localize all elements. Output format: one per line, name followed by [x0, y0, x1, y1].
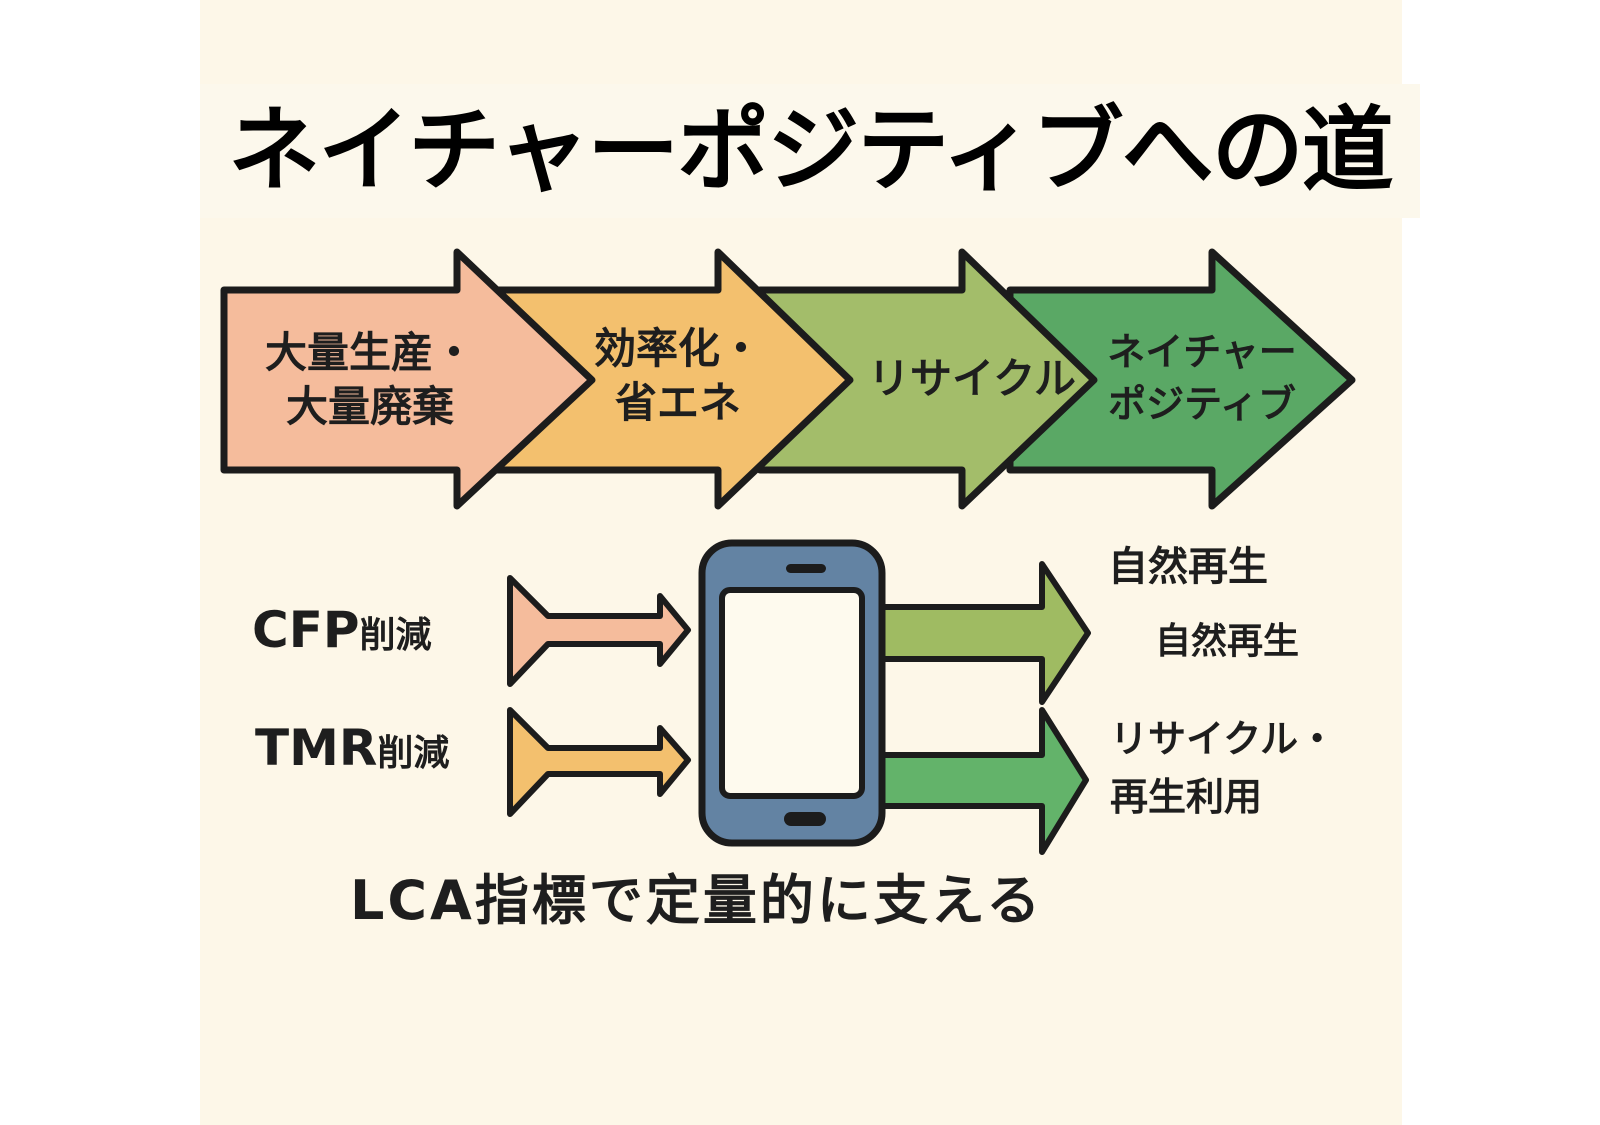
stage-label-recycle: リサイクル [862, 352, 1082, 406]
phone-speaker [786, 564, 826, 573]
input-suffix: 削減 [359, 615, 432, 656]
stage-label-efficiency: 効率化・ 省エネ [588, 322, 768, 430]
output-label-line: 自然再生 [1108, 544, 1268, 590]
input-arrow-tmr [507, 707, 691, 817]
stage-label-mass-production: 大量生産・ 大量廃棄 [245, 326, 495, 434]
stage-label-line: ネイチャー [1107, 330, 1297, 374]
stage-label-line: 省エネ [614, 378, 741, 427]
stage-label-line: 効率化・ [593, 324, 762, 373]
input-abbr: CFP [252, 601, 360, 659]
phone-home-button [784, 812, 826, 826]
output-label-line: 再生利用 [1110, 775, 1263, 819]
stage-label-nature-positive: ネイチャー ポジティブ [1092, 326, 1312, 430]
title-banner [200, 84, 1420, 218]
stage-arrow-recycle [756, 248, 1098, 510]
input-abbr: TMR [255, 719, 378, 777]
input-label-tmr: TMR削減 [255, 718, 449, 784]
footer-caption: LCA指標で定量的に支える [350, 869, 1044, 932]
output-label-recycling: リサイクル・ 再生利用 [1110, 710, 1336, 826]
input-suffix: 削減 [377, 733, 450, 774]
input-arrow-cfp [507, 575, 691, 687]
stage-label-line: ポジティブ [1108, 382, 1296, 426]
output-label-nature-regeneration-sub: 自然再生 [1155, 615, 1299, 669]
stage-label-line: 大量廃棄 [285, 382, 454, 431]
stage-arrow-nature-positive [1006, 248, 1356, 510]
input-label-cfp: CFP削減 [252, 600, 432, 666]
output-label-nature-regeneration: 自然再生 [1108, 540, 1268, 594]
stage-label-line: 大量生産・ [264, 328, 475, 377]
output-arrow-nature-regeneration [877, 561, 1091, 705]
output-arrow-recycling [877, 707, 1089, 855]
stage-arrow-mass-production [220, 248, 596, 510]
phone-screen [719, 587, 865, 799]
page-title: ネイチャーポジティブへの道 [228, 97, 1394, 204]
stage-label-line: リサイクル [868, 354, 1076, 403]
stage-arrow-efficiency [491, 248, 854, 510]
output-label-line: 自然再生 [1155, 621, 1300, 662]
output-label-line: リサイクル・ [1110, 717, 1337, 761]
smartphone-icon [698, 539, 886, 847]
